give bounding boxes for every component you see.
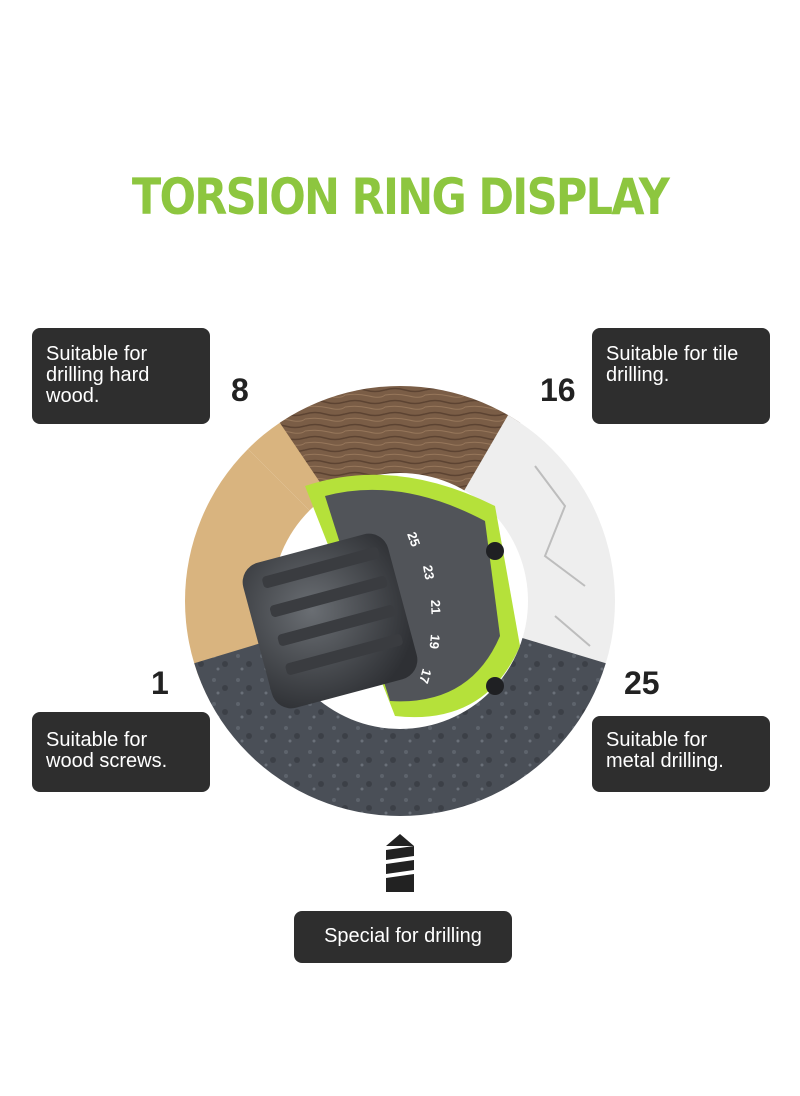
callout-hard-wood: Suitable for drilling hard wood. <box>32 328 210 424</box>
dial-number: 21 <box>428 600 443 615</box>
dial-number: 17 <box>416 667 434 685</box>
torsion-ring-illustration: 25 23 21 19 17 <box>185 386 615 816</box>
callout-metal: Suitable for metal drilling. <box>592 716 770 792</box>
dial-number: 23 <box>420 564 437 581</box>
callout-drilling: Special for drilling <box>294 911 512 963</box>
setting-number-1: 1 <box>151 665 169 701</box>
drill-chuck: 25 23 21 19 17 <box>242 474 520 718</box>
setting-number-16: 16 <box>540 372 576 408</box>
setting-number-8: 8 <box>231 372 249 408</box>
callout-wood-screws: Suitable for wood screws. <box>32 712 210 792</box>
page-title: TORSION RING DISPLAY <box>131 168 670 226</box>
dial-number: 25 <box>404 530 423 549</box>
callout-tile: Suitable for tile drilling. <box>592 328 770 424</box>
dial-number: 19 <box>427 634 443 650</box>
drill-bit-icon <box>386 834 414 892</box>
setting-number-25: 25 <box>624 665 660 701</box>
